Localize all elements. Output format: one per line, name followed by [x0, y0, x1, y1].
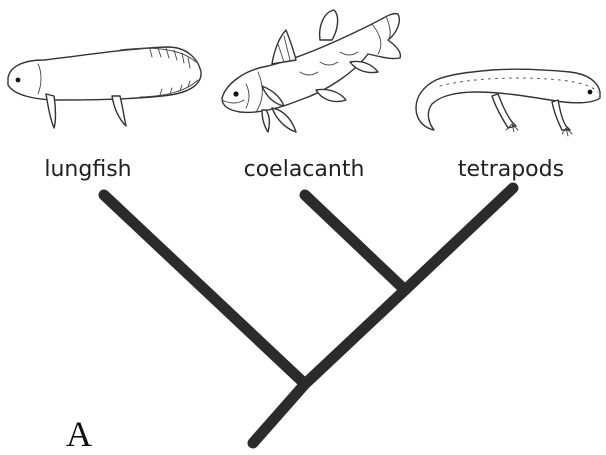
branch-lungfish: [104, 195, 305, 384]
lungfish-label: lungfish: [44, 157, 131, 182]
root-branch: [253, 384, 305, 443]
lungfish-icon: [8, 47, 201, 128]
panel-label: A: [66, 414, 92, 454]
branch-tetrapods: [405, 188, 513, 290]
tetrapod-icon: [416, 69, 600, 136]
coelacanth-label: coelacanth: [244, 157, 365, 182]
branch-coelacanth: [305, 195, 405, 290]
coelacanth-icon: [222, 10, 400, 132]
tetrapods-label: tetrapods: [458, 157, 564, 182]
internal-branch: [305, 290, 405, 384]
cladogram: [104, 188, 513, 443]
